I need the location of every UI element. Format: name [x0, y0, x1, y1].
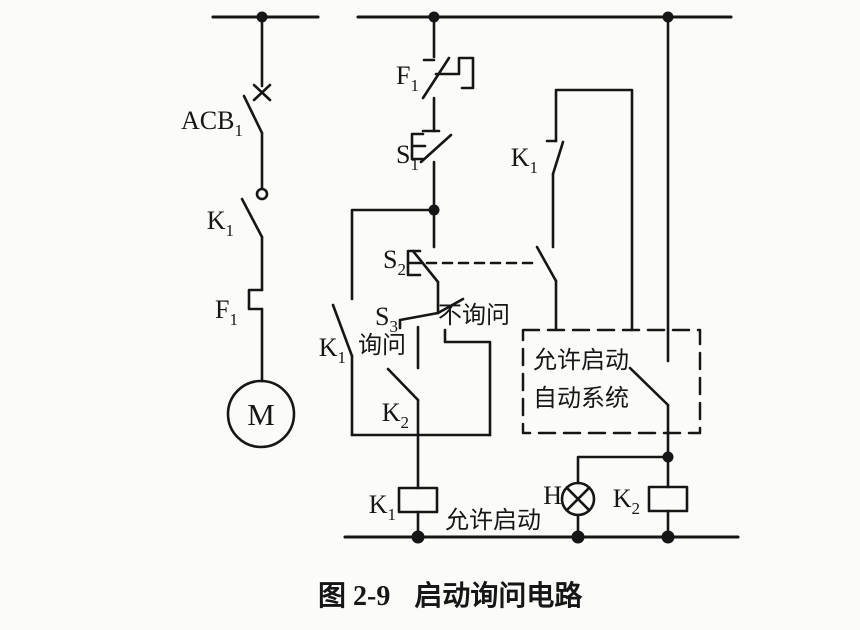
auto-box-text-line1: 允许启动 [533, 347, 629, 374]
f1-overload-heater [247, 288, 264, 311]
inquiry-feedback-loop [535, 88, 634, 332]
k1-main-contact [240, 197, 264, 239]
k1-coil [397, 486, 439, 514]
s3-selector-switch [398, 297, 465, 330]
note-no-inquire: 不询问 [438, 302, 510, 329]
label-k1-coil: K1 [369, 490, 396, 524]
motor-power-branch: M [226, 15, 296, 449]
junction-dot [571, 530, 585, 544]
motor-label: M [247, 397, 275, 432]
label-f1-main: F1 [215, 295, 238, 329]
junction-dot [662, 11, 674, 23]
note-allow-start: 允许启动 [445, 507, 541, 534]
junction-dot [411, 530, 425, 544]
label-s3: S3 [375, 302, 398, 336]
acb1-breaker-blade [242, 94, 264, 135]
wire-lamp-branch [576, 455, 670, 485]
label-k1-main: K1 [207, 206, 234, 240]
auto-box-text-line2: 自动系统 [533, 385, 629, 412]
junction-dot [256, 11, 268, 23]
label-s2: S2 [383, 245, 406, 279]
label-k2-contact: K2 [382, 398, 409, 432]
junction-dots [256, 11, 675, 544]
note-inquire: 询问 [358, 332, 406, 359]
contact-circle-icon [255, 187, 269, 201]
label-acb1: ACB1 [181, 106, 243, 140]
k1-seal-contact [331, 303, 354, 358]
k2-coil [647, 485, 689, 513]
label-f1-ctrl: F1 [396, 61, 419, 95]
wire-bypass-path [443, 328, 492, 437]
permission-branch [560, 15, 689, 539]
control-branch [331, 15, 539, 539]
auto-system-contact [628, 366, 670, 407]
junction-dot [428, 204, 440, 216]
label-k1-right: K1 [511, 143, 538, 177]
junction-dot [428, 11, 440, 23]
label-k1-seal: K1 [319, 333, 346, 367]
f1-nc-contact [421, 56, 475, 100]
s2-linked-contact [535, 245, 558, 283]
label-s1: S1 [396, 140, 419, 174]
breaker-x-icon [252, 83, 272, 102]
junction-dot [661, 530, 675, 544]
k1-aux-contact [545, 139, 565, 176]
s2-start-button [406, 249, 440, 284]
motor-circle [226, 379, 296, 449]
k2-no-contact [386, 367, 420, 402]
label-h-lamp: H [543, 481, 562, 510]
wire-seal-branch [350, 208, 436, 301]
auto-system-box [521, 328, 702, 435]
label-k2-coil: K2 [613, 484, 640, 518]
indicator-lamp-icon [560, 481, 596, 517]
s1-stop-button [410, 129, 453, 164]
wire [554, 88, 634, 332]
junction-dot [662, 451, 674, 463]
